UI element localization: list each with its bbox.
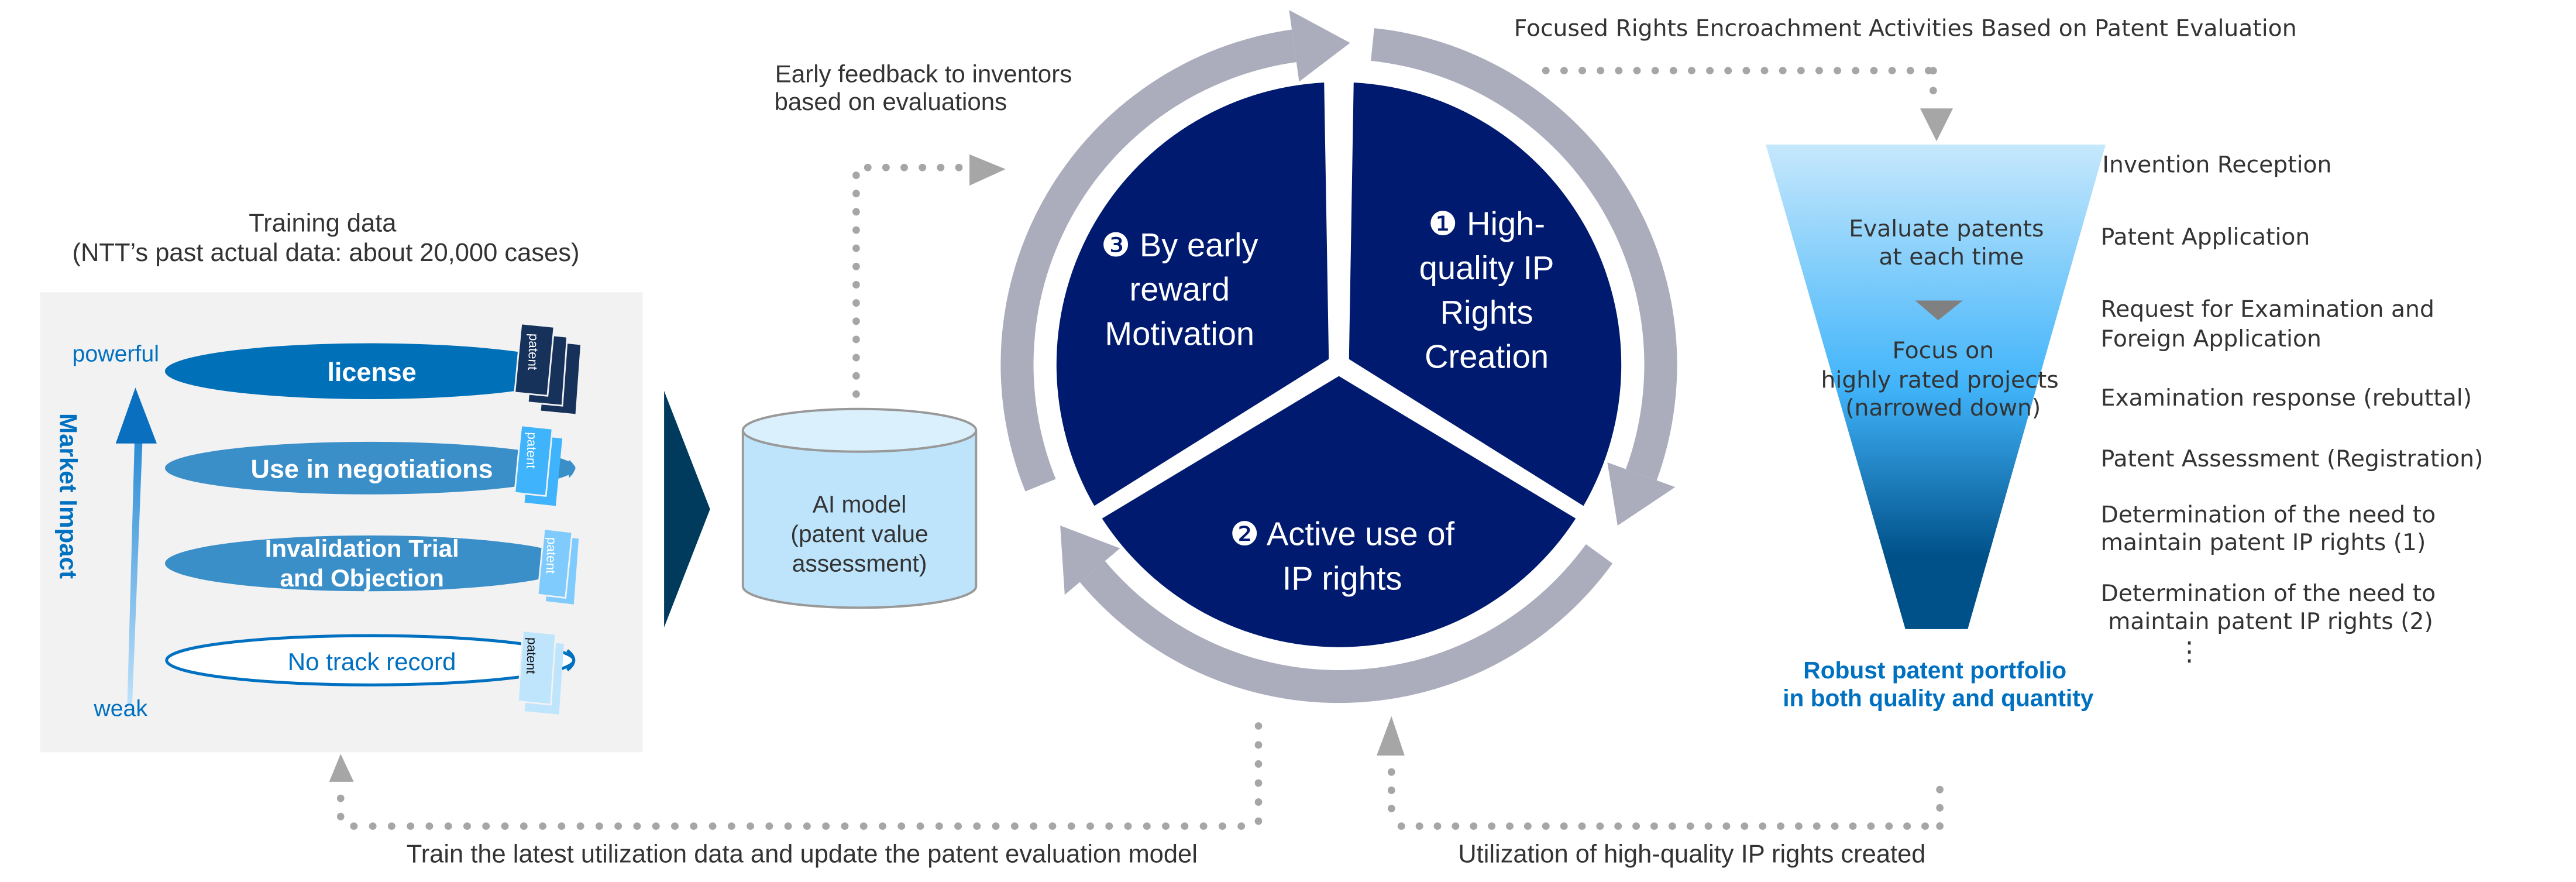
patent-label: patent: [524, 637, 539, 675]
patent-doc-icon: [517, 630, 557, 706]
feedback-connector: Early feedback to inventors based on eva…: [775, 60, 1072, 398]
arrow-down-icon: [1920, 108, 1954, 142]
cycle-segment-1-label-line2: quality IP: [1419, 249, 1554, 286]
funnel-shape: [1766, 144, 2106, 629]
category-label: No track record: [288, 648, 456, 675]
retrain-label: Train the latest utilization data and up…: [407, 840, 1198, 868]
cycle-segment-3-label-line3: Motivation: [1105, 315, 1254, 352]
category-no-track-record: No track record: [165, 634, 576, 687]
funnel-arrow-down-icon: [1915, 300, 1963, 321]
cylinder-body: [741, 430, 978, 609]
category-negotiations: Use in negotiations: [164, 441, 576, 495]
utilization-label: Utilization of high-quality IP rights cr…: [1458, 840, 1925, 868]
stage-item-line1: Determination of the need to: [2101, 581, 2436, 607]
focused-activities-label: Focused Rights Encroachment Activities B…: [1514, 16, 2297, 42]
patent-stack-light: patent: [536, 528, 579, 605]
cycle-arrow-3-to-1-head-icon: [1289, 10, 1350, 82]
training-to-model-arrow-icon: [664, 390, 710, 628]
cylinder-top: [741, 407, 978, 453]
ellipse-tail: [569, 459, 575, 478]
patent-label: patent: [524, 432, 539, 469]
cycle-segment-1-label-line3: Rights: [1440, 294, 1533, 331]
ai-model-label-line3: assessment): [792, 550, 927, 577]
cycle-segment-3-label-line1: ❸ By early: [1101, 226, 1258, 263]
funnel-bottom-text-line3: (narrowed down): [1845, 395, 2041, 421]
feedback-label-line1: Early feedback to inventors: [775, 60, 1072, 87]
cycle-arrow-1-to-2: [1371, 28, 1677, 481]
cycle-segment-1: [1349, 82, 1622, 506]
category-label: Use in negotiations: [251, 454, 493, 484]
focused-connector: [1542, 67, 1954, 142]
cycle-arrow-2-to-3: [1079, 544, 1613, 703]
category-ellipse: [164, 441, 576, 495]
arrow-up-icon: [329, 754, 354, 782]
cycle-arrow-3-to-1: [1000, 29, 1296, 492]
patent-stack-pale: patent: [517, 630, 576, 715]
cycle-arrow-2-to-3-head-icon: [1060, 526, 1120, 595]
category-label: license: [327, 357, 416, 387]
cycle-segment-2-label-line2: IP rights: [1282, 560, 1402, 596]
result-label-line1: Robust patent portfolio: [1803, 657, 2066, 684]
more-stages-ellipsis: ⋮: [2176, 636, 2203, 667]
cycle-arrow-1-to-2-head-icon: [1607, 462, 1676, 526]
axis-label-weak: weak: [93, 696, 147, 722]
training-data-section: Training data (NTT’s past actual data: a…: [40, 210, 643, 753]
cycle-segment-1-label-line4: Creation: [1425, 338, 1549, 375]
category-label-line1: Invalidation Trial: [265, 534, 459, 562]
utilization-connector: Utilization of high-quality IP rights cr…: [1377, 716, 1944, 868]
stage-item-line2: maintain patent IP rights (1): [2101, 530, 2426, 556]
category-ellipse: [164, 343, 576, 399]
arrow-right-icon: [969, 154, 1006, 186]
category-ellipse: [164, 535, 576, 592]
category-invalidation: Invalidation Trial and Objection: [164, 534, 576, 592]
cycle-segment-1-label-line1: ❶ High-: [1428, 205, 1545, 242]
stage-item: Patent Application: [2101, 224, 2310, 250]
training-data-subtitle: (NTT’s past actual data: about 20,000 ca…: [73, 239, 580, 267]
arrow-up-icon: [1377, 716, 1405, 756]
result-label-line2: in both quality and quantity: [1783, 685, 2094, 712]
stage-item-line2: maintain patent IP rights (2): [2101, 609, 2433, 635]
patent-stages-list: Invention Reception Patent Application R…: [2101, 152, 2484, 667]
evaluation-funnel: Evaluate patents at each time Focus on h…: [1766, 144, 2106, 712]
patent-doc-icon: [514, 322, 555, 397]
axis-label-market-impact: Market Impact: [54, 413, 82, 579]
funnel-bottom-text-line2: highly rated projects: [1821, 367, 2059, 393]
patent-doc-icon: [536, 528, 573, 599]
stage-item-line1: Determination of the need to: [2101, 502, 2436, 528]
funnel-top-text-line1: Evaluate patents: [1849, 216, 2044, 242]
market-impact-arrow-shaft: [127, 410, 144, 706]
ai-model-label-line1: AI model: [813, 491, 907, 518]
feedback-label-line2: based on evaluations: [775, 88, 1007, 115]
stage-item-line1: Request for Examination and: [2101, 297, 2434, 323]
axis-label-powerful: powerful: [73, 341, 159, 366]
cycle-segment-2: [1102, 376, 1576, 647]
patent-label: patent: [544, 537, 559, 574]
retrain-connector: Train the latest utilization data and up…: [329, 722, 1263, 868]
stage-item-line2: Foreign Application: [2101, 326, 2322, 352]
patent-label: patent: [525, 334, 541, 371]
ai-model-label-line2: (patent value: [790, 520, 928, 547]
category-license: license: [164, 343, 576, 399]
category-label-line2: and Objection: [280, 564, 444, 592]
cycle-segment-3: [1056, 82, 1329, 506]
patent-stack-dark: patent: [514, 322, 580, 414]
ellipse-tail: [566, 649, 576, 672]
ai-model-cylinder: AI model (patent value assessment): [741, 407, 978, 609]
training-data-title: Training data: [249, 210, 397, 238]
market-impact-arrow-head: [115, 387, 157, 444]
patent-doc-icon: [514, 424, 553, 497]
stage-item: Invention Reception: [2102, 152, 2331, 179]
funnel-bottom-text-line1: Focus on: [1892, 338, 1994, 364]
stage-item: Patent Assessment (Registration): [2101, 446, 2484, 472]
cycle-segment-3-label-line2: reward: [1130, 271, 1230, 308]
patent-stack-bright: patent: [514, 424, 575, 506]
stage-item: Examination response (rebuttal): [2101, 385, 2472, 411]
funnel-top-text-line2: at each time: [1879, 244, 2024, 270]
cycle-segment-2-label-line1: ❷ Active use of: [1230, 516, 1454, 552]
